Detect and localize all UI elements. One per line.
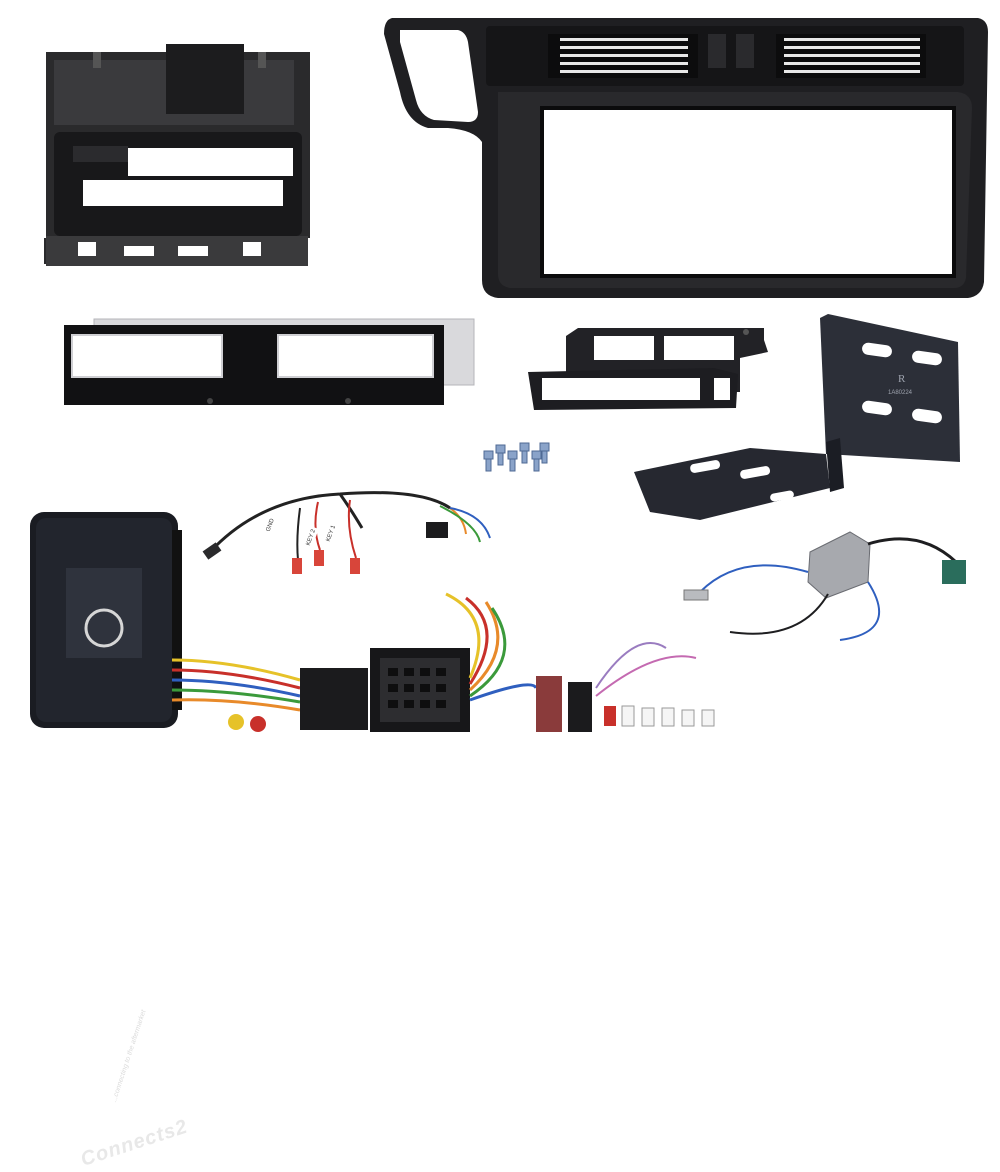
iso-harness [296, 588, 726, 738]
plate-icon [528, 328, 768, 410]
patch-lead: KEY 1 KEY 2 GND [200, 478, 500, 588]
screw-icon [483, 442, 550, 472]
bracket-icon: R 1A80224 [634, 314, 960, 520]
bracket-mark: R [898, 373, 906, 385]
double-din-fascia-panel [378, 12, 990, 302]
fascia-icon [384, 18, 988, 298]
brand-label: Connects2 [78, 1115, 191, 1171]
spacer-plate [58, 315, 478, 410]
bracket-code: 1A80224 [888, 390, 913, 396]
interface-wiring [170, 640, 310, 735]
brand-tagline: ...connecting to the aftermarket [111, 1009, 148, 1104]
mounting-brackets: R 1A80224 [630, 312, 970, 532]
interface-icon [30, 512, 182, 728]
cable-icon [202, 491, 491, 574]
steering-interface-box: Connects2 ...connecting to the aftermark… [26, 510, 191, 1171]
fascia-icon [44, 44, 310, 266]
single-din-fascia-adapter [38, 40, 313, 270]
plate-icon [64, 318, 475, 405]
pocket-trim [514, 322, 776, 417]
screw-set [478, 437, 553, 477]
wire-icon [171, 658, 301, 732]
antenna-adapter [680, 522, 980, 652]
antenna-icon [683, 531, 966, 641]
harness-icon [300, 592, 715, 732]
